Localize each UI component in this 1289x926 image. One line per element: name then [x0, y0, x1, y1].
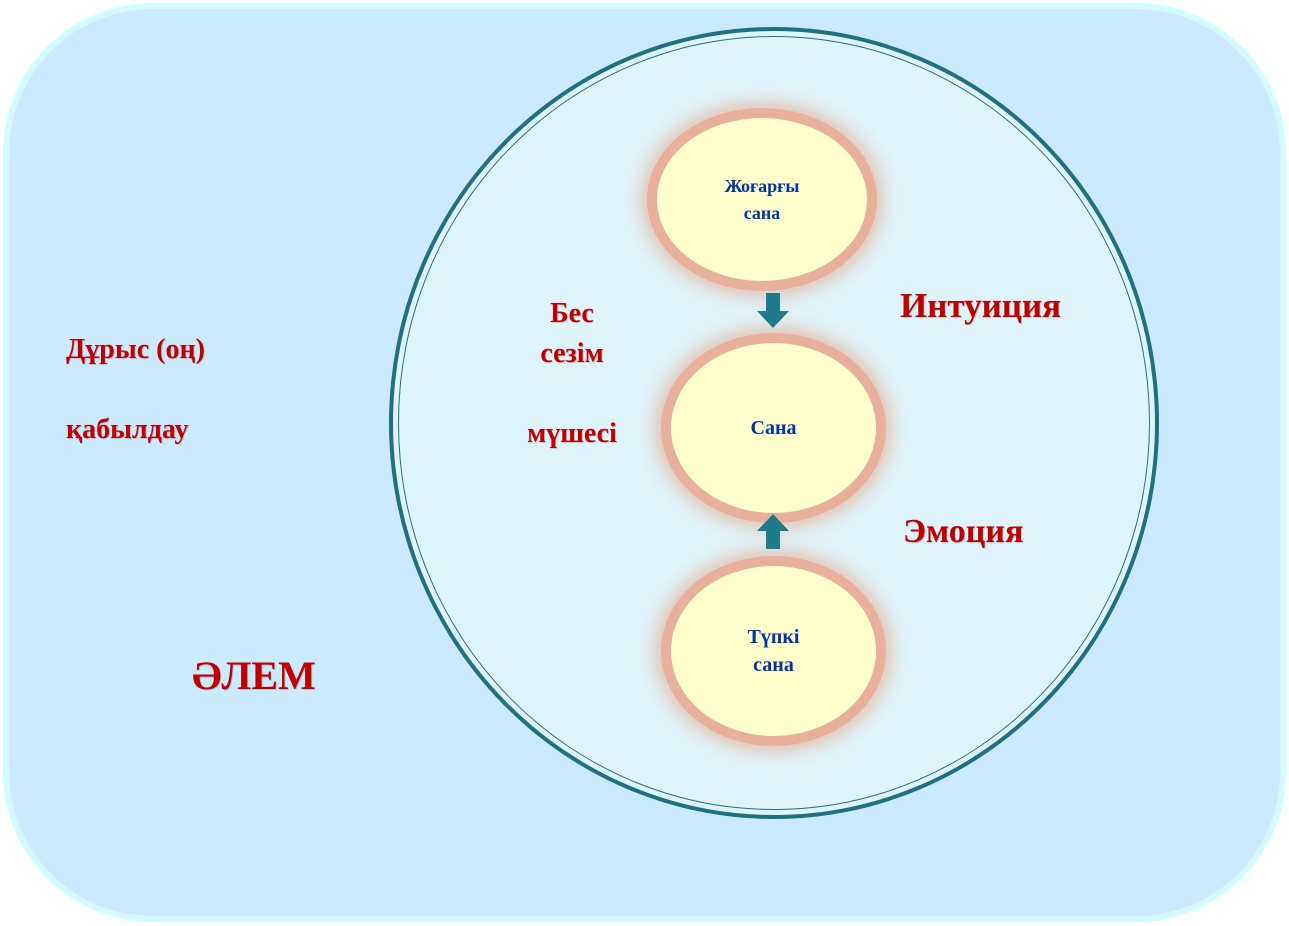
node-higher-consciousness: Жоғарғы сана [657, 118, 867, 281]
senses-line2: сезім [540, 338, 604, 369]
world-label: ӘЛЕМ [192, 653, 316, 698]
arrow-up-icon [757, 514, 789, 549]
perception-line1: Дұрыс (оң) [66, 334, 205, 365]
intuition-label: Интуиция [900, 286, 1062, 325]
node-label: Сана [750, 417, 797, 439]
node-consciousness: Сана [671, 343, 876, 513]
perception-line2: қабылдау [66, 414, 189, 445]
node-label: сана [743, 202, 781, 223]
node-subconscious: Түпкі сана [671, 566, 876, 736]
node-label: Жоғарғы [724, 175, 800, 196]
senses-line3: мүшесі [527, 418, 617, 449]
senses-line1: Бес [550, 298, 594, 329]
node-label: сана [753, 654, 794, 676]
arrow-down-icon [757, 293, 789, 328]
emotion-label: Эмоция [903, 513, 1024, 550]
node-label: Түпкі [747, 626, 800, 648]
